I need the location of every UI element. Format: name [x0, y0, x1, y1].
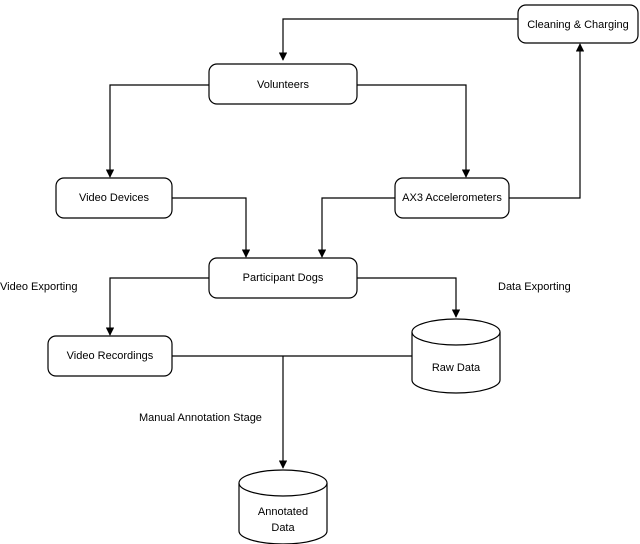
node-video-devices-shape: [55, 177, 173, 219]
node-cleaning-and-charging-shape: [517, 4, 639, 44]
edge-video-devices-to-participant-dogs: [172, 197, 251, 258]
node-raw-data-label: Raw Data: [432, 362, 481, 374]
node-annotated-data-top: [238, 469, 328, 497]
node-video-devices-label: Video Devices: [79, 192, 150, 204]
node-raw-data-body: [411, 332, 501, 394]
node-annotated-data-label-line2: Data: [271, 522, 295, 534]
edge-volunteers-to-video-devices: [105, 84, 209, 178]
edge-ax3-to-participant-dogs: [317, 197, 395, 258]
node-participant-dogs[interactable]: Participant Dogs: [208, 257, 358, 299]
edge-participant-dogs-to-video-recordings: [105, 277, 209, 336]
node-annotated-data[interactable]: Annotated Data: [238, 469, 328, 544]
node-cleaning-and-charging-label: Cleaning & Charging: [527, 19, 629, 31]
node-raw-data-top: [411, 318, 501, 346]
node-ax3-accelerometers[interactable]: AX3 Accelerometers: [394, 177, 510, 219]
node-ax3-accelerometers-label: AX3 Accelerometers: [402, 192, 502, 204]
node-video-recordings[interactable]: Video Recordings: [47, 335, 173, 377]
node-annotated-data-label-line1: Annotated: [258, 506, 308, 518]
node-participant-dogs-shape: [208, 257, 358, 299]
node-participant-dogs-label: Participant Dogs: [243, 272, 324, 284]
edge-label-data-exporting: Data Exporting: [498, 281, 571, 293]
node-video-recordings-shape: [47, 335, 173, 377]
node-volunteers-shape: [208, 63, 358, 105]
node-video-devices[interactable]: Video Devices: [55, 177, 173, 219]
edge-label-manual-annotation-stage: Manual Annotation Stage: [139, 412, 262, 424]
node-ax3-accelerometers-shape: [394, 177, 510, 219]
node-raw-data[interactable]: Raw Data: [411, 318, 501, 394]
edge-label-video-exporting: Video Exporting: [0, 281, 77, 293]
node-video-recordings-label: Video Recordings: [67, 350, 154, 362]
edge-participant-dogs-to-raw-data: [357, 277, 461, 318]
edge-volunteers-to-ax3: [357, 84, 471, 178]
node-volunteers[interactable]: Volunteers: [208, 63, 358, 105]
edge-ax3-to-cleaning: [509, 43, 585, 199]
edge-cleaning-to-volunteers: [278, 18, 518, 61]
node-annotated-data-body: [238, 483, 328, 544]
node-cleaning-and-charging[interactable]: Cleaning & Charging: [517, 4, 639, 44]
node-volunteers-label: Volunteers: [257, 79, 309, 91]
